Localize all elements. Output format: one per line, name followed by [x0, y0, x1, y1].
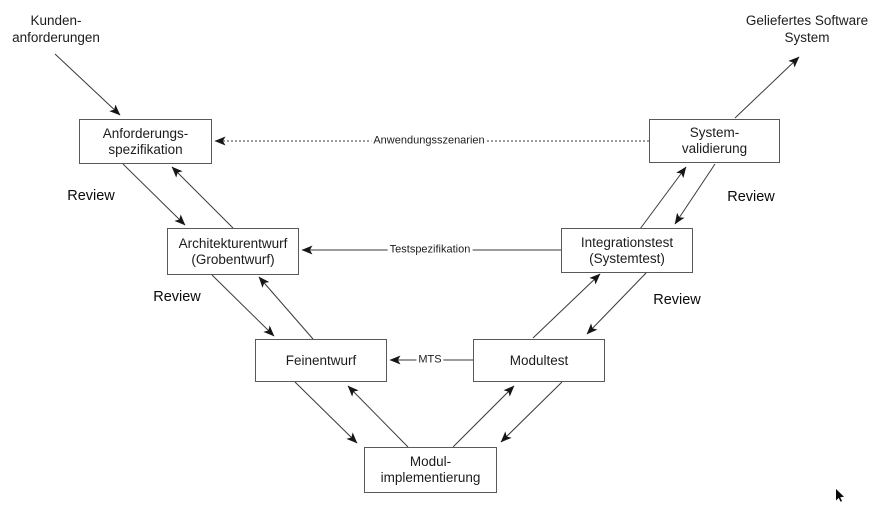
anwendungsszenarien-label: Anwendungsszenarien	[371, 134, 487, 148]
delivered-system-label: Geliefertes Software System	[742, 12, 872, 46]
review-label-right-bottom: Review	[653, 292, 701, 308]
mouse-cursor-icon	[836, 489, 844, 502]
box-label-line2: (Systemtest)	[589, 250, 665, 266]
box-label-line1: Anforderungs-	[102, 125, 189, 141]
box-integrationstest: Integrationstest (Systemtest)	[561, 228, 693, 273]
arrow-integrationstest-review-to-modultest	[586, 271, 648, 335]
arrow-architektur-review-to-anforderung	[171, 166, 234, 229]
box-modulimplementierung: Modul- implementierung	[364, 447, 497, 493]
arrow-integrationstest-to-systemvalidierung	[639, 166, 687, 230]
arrow-anforderung-to-architektur	[122, 163, 186, 226]
box-anforderungsspezifikation: Anforderungs- spezifikation	[79, 119, 212, 164]
arrow-customer-requirements-to-anforderungsspezifikation	[54, 53, 121, 116]
box-label-line2: spezifikation	[108, 141, 183, 157]
testspezifikation-label: Testspezifikation	[387, 243, 473, 257]
box-label-line1: Architekturentwurf	[178, 235, 288, 251]
arrow-systemvalidierung-review-to-integrationstest	[674, 163, 716, 225]
box-label-line1: Integrationstest	[580, 234, 674, 250]
review-label-left-bottom: Review	[153, 289, 201, 305]
box-modultest: Modultest	[473, 339, 605, 382]
arrow-feinentwurf-to-modulimplementierung	[294, 381, 358, 444]
arrow-feinentwurf-review-to-architektur	[258, 276, 314, 340]
arrow-systemvalidierung-to-delivered-system	[734, 56, 800, 119]
box-feinentwurf: Feinentwurf	[255, 339, 387, 382]
customer-requirements-line2: anforderungen	[12, 30, 100, 45]
customer-requirements-label: Kunden- anforderungen	[0, 12, 112, 46]
customer-requirements-line1: Kunden-	[30, 13, 82, 28]
box-systemvalidierung: System- validierung	[649, 119, 780, 163]
box-label-line1: System-	[689, 125, 740, 140]
mts-label: MTS	[416, 353, 444, 367]
delivered-system-line2: System	[784, 30, 830, 45]
arrow-modultest-review-to-modulimplementierung	[500, 381, 563, 443]
arrow-modulimplementierung-review-to-feinentwurf	[347, 385, 409, 448]
box-label-line2: validierung	[681, 141, 748, 156]
arrow-architektur-to-feinentwurf	[211, 274, 275, 337]
box-label-line1: Modultest	[509, 352, 569, 368]
box-architekturentwurf: Architekturentwurf (Grobentwurf)	[167, 228, 299, 275]
delivered-system-line1: Geliefertes Software	[745, 13, 869, 28]
arrow-modulimplementierung-to-modultest	[452, 385, 515, 448]
review-label-left-top: Review	[67, 188, 115, 204]
box-label-line2: implementierung	[380, 470, 481, 485]
box-label-line1: Modul-	[409, 454, 452, 469]
arrow-modultest-to-integrationstest	[532, 273, 601, 339]
box-label-line2: (Grobentwurf)	[191, 251, 275, 267]
box-label-line1: Feinentwurf	[285, 352, 357, 368]
review-label-right-top: Review	[727, 189, 775, 205]
